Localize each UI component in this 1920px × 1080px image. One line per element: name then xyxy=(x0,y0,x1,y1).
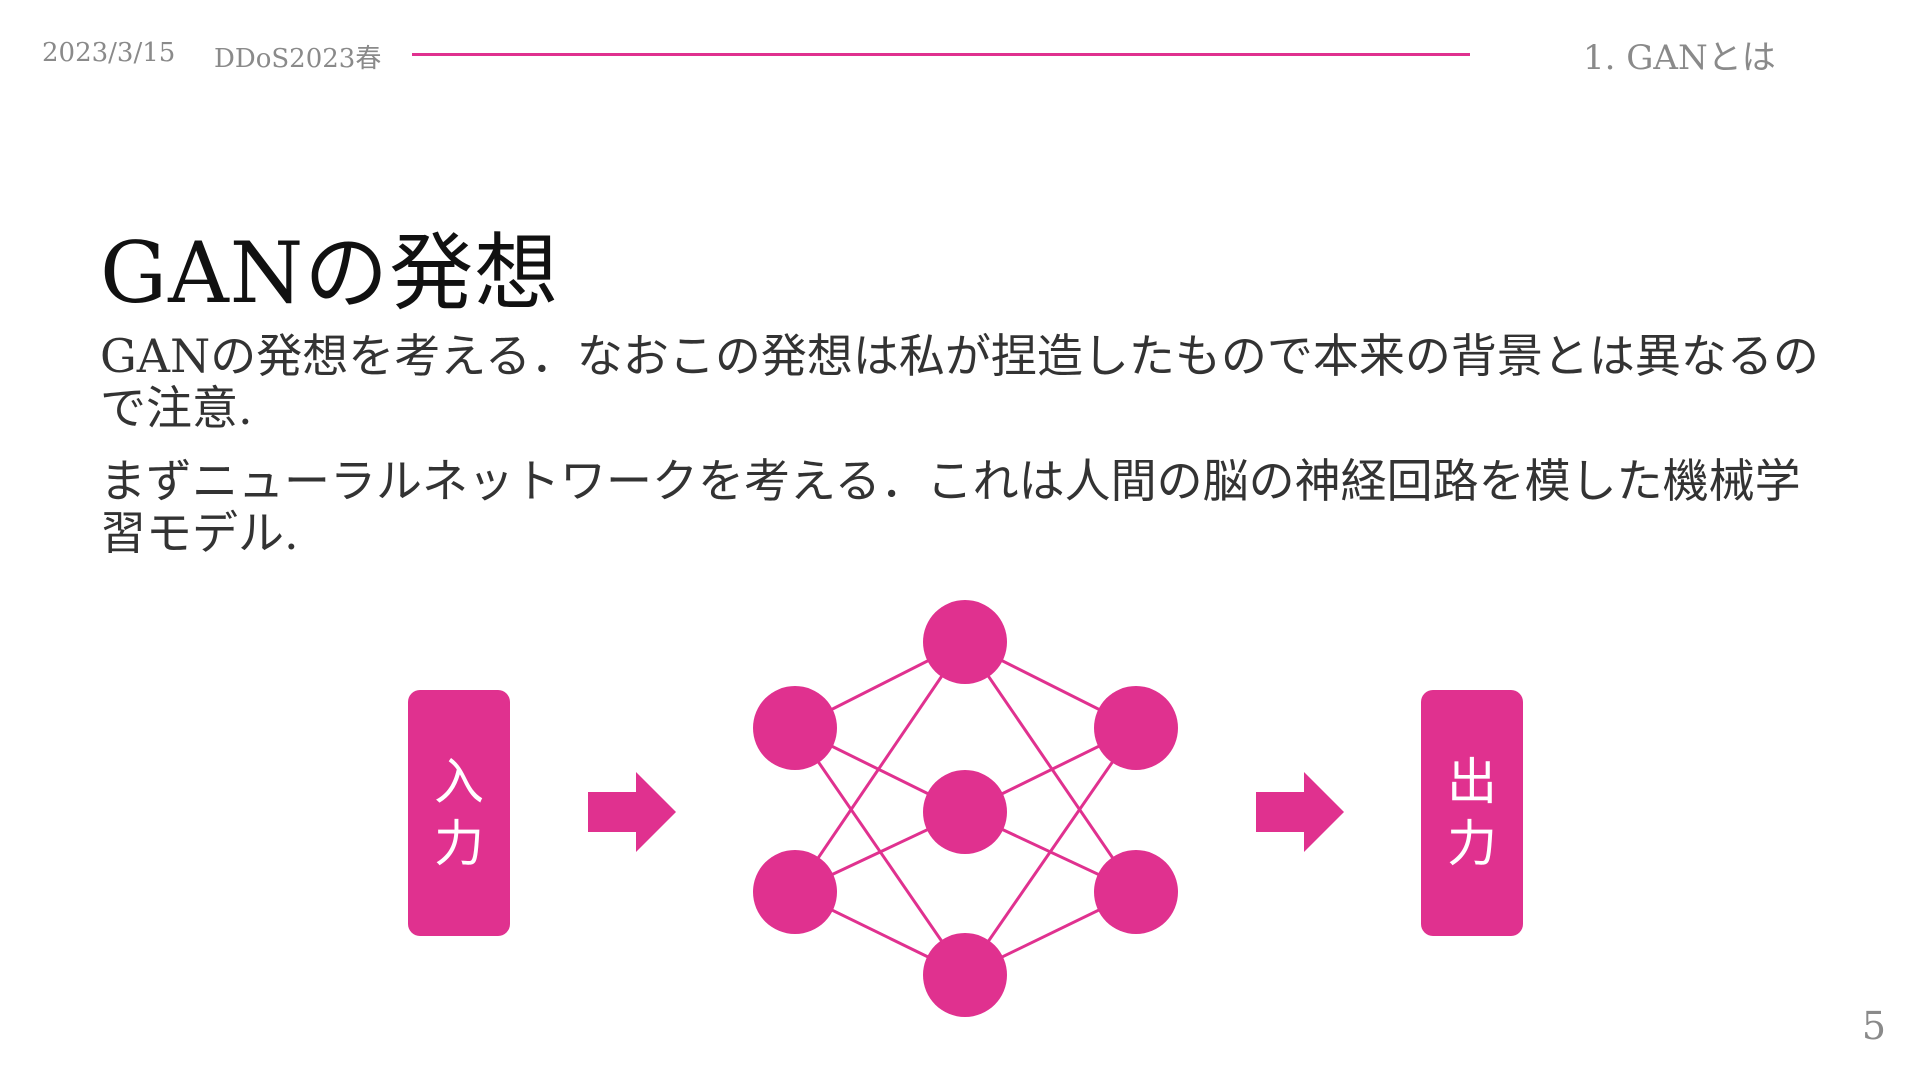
connection-line xyxy=(963,641,1138,893)
body-paragraph-1: GANの発想を考える．なおこの発想は私が捏造したもので本来の背景とは異なるので注… xyxy=(100,329,1819,435)
slide-title: GANの発想 xyxy=(100,224,560,323)
body-paragraph-2: まずニューラルネットワークを考える．これは人間の脳の神経回路を模した機械学習モデ… xyxy=(100,454,1801,560)
input-layer-node xyxy=(753,850,837,934)
connection-line xyxy=(964,810,1137,894)
hidden-layer-node xyxy=(923,770,1007,854)
input-char-2: 力 xyxy=(434,815,484,873)
connection-line xyxy=(964,890,1137,977)
header-divider xyxy=(412,53,1470,56)
connection-line xyxy=(794,810,966,894)
output-arrow-icon xyxy=(1256,772,1344,852)
connection-line xyxy=(793,727,967,976)
output-layer-node xyxy=(1094,850,1178,934)
output-layer-node xyxy=(1094,686,1178,770)
connection-line xyxy=(794,890,966,977)
output-box: 出 力 xyxy=(1421,690,1523,936)
connection-line xyxy=(964,726,1137,814)
connection-line xyxy=(964,640,1137,730)
hidden-layer-node xyxy=(923,933,1007,1017)
output-char-1: 出 xyxy=(1447,753,1497,811)
connection-line xyxy=(793,641,967,893)
input-arrow-icon xyxy=(588,772,676,852)
page-number: 5 xyxy=(1861,1004,1886,1048)
connection-line xyxy=(963,727,1138,976)
header-date: 2023/3/15 xyxy=(42,38,176,68)
connection-line xyxy=(794,640,966,730)
header-event: DDoS2023春 xyxy=(214,44,382,74)
input-box: 入 力 xyxy=(408,690,510,936)
hidden-layer-node xyxy=(923,600,1007,684)
header-section-title: 1. GANとは xyxy=(1583,38,1776,78)
input-layer-node xyxy=(753,686,837,770)
input-char-1: 入 xyxy=(434,753,484,811)
output-char-2: 力 xyxy=(1447,815,1497,873)
network-connections xyxy=(793,640,1138,977)
connection-line xyxy=(794,726,966,814)
